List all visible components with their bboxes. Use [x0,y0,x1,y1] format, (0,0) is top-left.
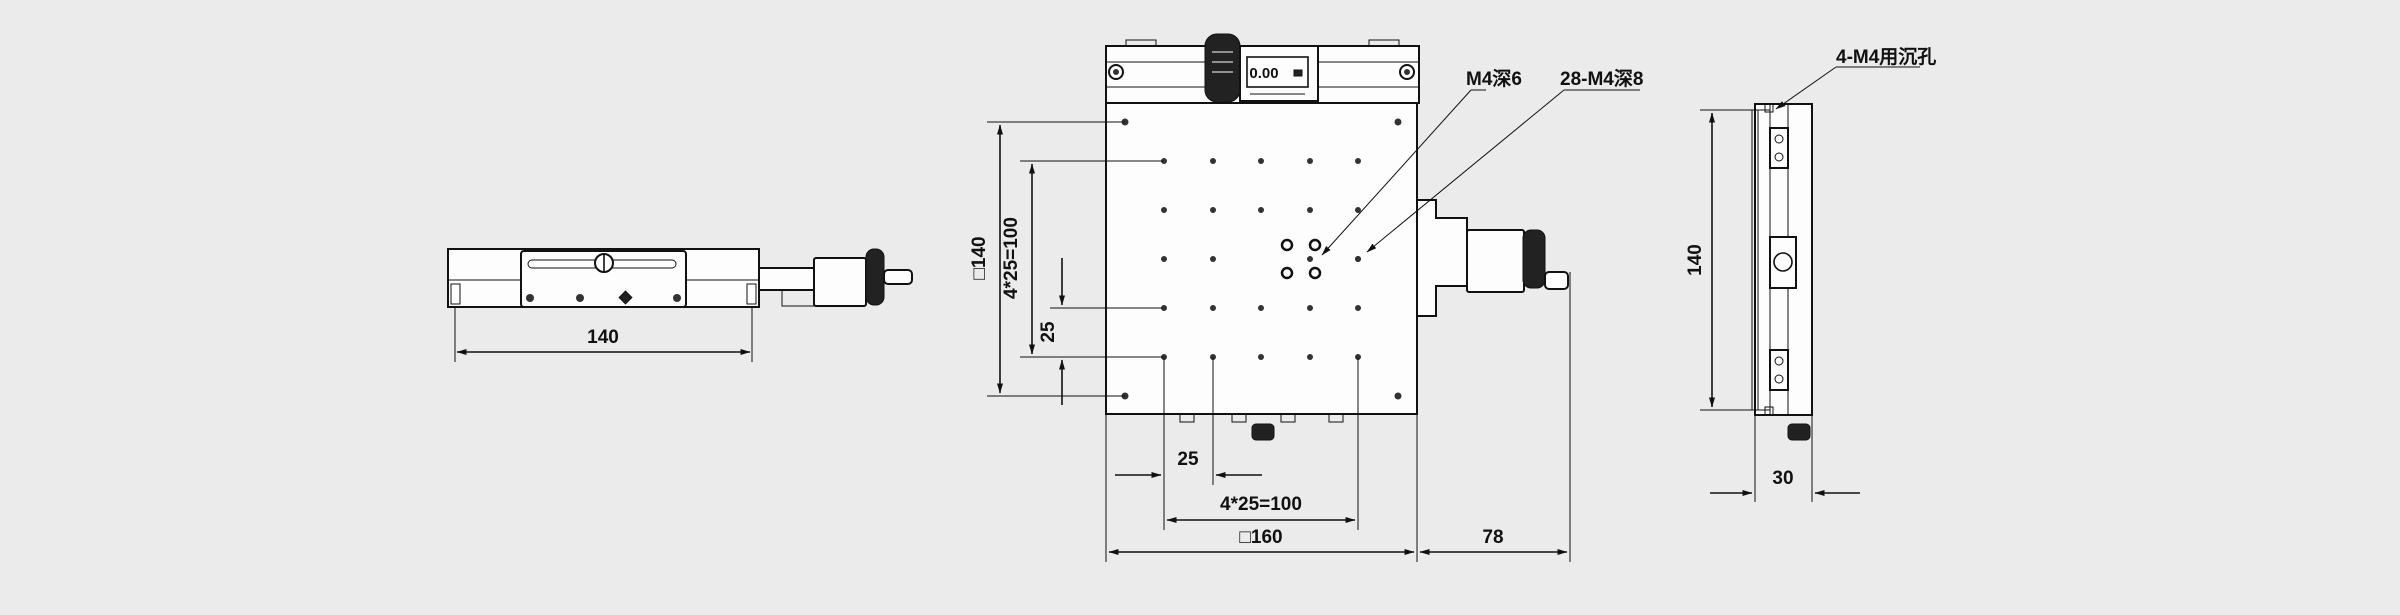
grid-hole [1307,158,1313,164]
dim-knob-extension: 78 [1482,527,1503,548]
front-view: 140 [447,248,913,362]
digital-display-housing [1239,45,1319,102]
grid-hole [1355,158,1361,164]
grid-hole [1355,305,1361,311]
callout-counterbore: 4-M4用沉孔 [1836,46,1936,68]
dim-height-offset: 25 [1038,321,1059,343]
top-view: 0.00 M4深6 28-M4深8 □140 4*25=100 [969,33,1643,562]
grid-hole [1161,207,1167,213]
grid-hole [1258,305,1264,311]
side-view: 4-M4用沉孔 140 30 [1685,46,1936,502]
center-hole [1308,238,1322,252]
side-dim-depth: 30 [1772,468,1793,489]
grid-hole [1161,256,1167,262]
side-screw-block-bottom [1769,349,1789,391]
top-micrometer-housing [1466,229,1525,293]
grid-hole [1258,158,1264,164]
grid-hole [1307,207,1313,213]
grid-hole [1210,207,1216,213]
top-micrometer-mount [1416,199,1468,317]
dim-width-offset: 25 [1177,449,1199,470]
front-spindle [883,269,913,285]
top-table-plate [1105,102,1418,415]
top-micrometer-knob-icon [1522,229,1546,289]
front-micrometer-sleeve [758,267,815,291]
dim-height-outer: □140 [969,236,990,279]
grid-hole [1258,354,1264,360]
side-screw-block-top [1769,127,1789,169]
callout-m4-depth6: M4深6 [1466,67,1522,90]
top-knob-icon [1204,33,1241,103]
front-knob-icon [865,248,885,306]
grid-hole [1210,256,1216,262]
corner-hole [1394,392,1402,400]
front-carriage-plate [520,250,687,308]
digital-display-readout: 0.00 [1249,65,1278,82]
grid-hole [1258,207,1264,213]
front-micrometer-housing [813,257,867,307]
center-hole [1308,266,1322,280]
grid-hole [1210,305,1216,311]
grid-hole [1307,256,1313,262]
grid-hole [1307,305,1313,311]
side-dim-height: 140 [1685,244,1706,276]
front-width-dimension: 140 [587,327,619,348]
center-hole [1280,266,1294,280]
dim-width-outer: □160 [1239,527,1282,548]
dim-width-pitch: 4*25=100 [1220,494,1302,515]
corner-hole [1394,118,1402,126]
grid-hole [1161,305,1167,311]
grid-hole [1355,256,1361,262]
grid-hole [1210,158,1216,164]
grid-hole [1161,158,1167,164]
side-lock-knob-icon [1787,423,1811,441]
grid-hole [1307,354,1313,360]
center-hole [1280,238,1294,252]
front-lock-icon [618,290,633,305]
grid-hole [1355,207,1361,213]
dim-height-pitch: 4*25=100 [1001,217,1022,299]
digital-display-screen [1246,56,1309,88]
top-lock-knob-icon [1251,423,1275,441]
callout-28-m4-depth8: 28-M4深8 [1560,67,1643,90]
